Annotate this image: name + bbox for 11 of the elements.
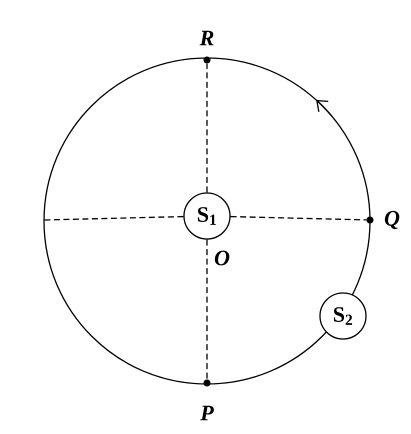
- point-label: Q: [384, 210, 400, 230]
- center-label: O: [214, 250, 230, 266]
- dashed-line: [44, 216, 184, 221]
- point-dot: [366, 216, 374, 224]
- point-dot: [204, 56, 210, 64]
- dashed-line: [230, 216, 366, 221]
- point-dot: [204, 380, 210, 386]
- dashed-line: [206, 240, 208, 380]
- point-label: R: [200, 30, 214, 46]
- point-label: P: [200, 406, 214, 420]
- dashed-line: [206, 64, 208, 192]
